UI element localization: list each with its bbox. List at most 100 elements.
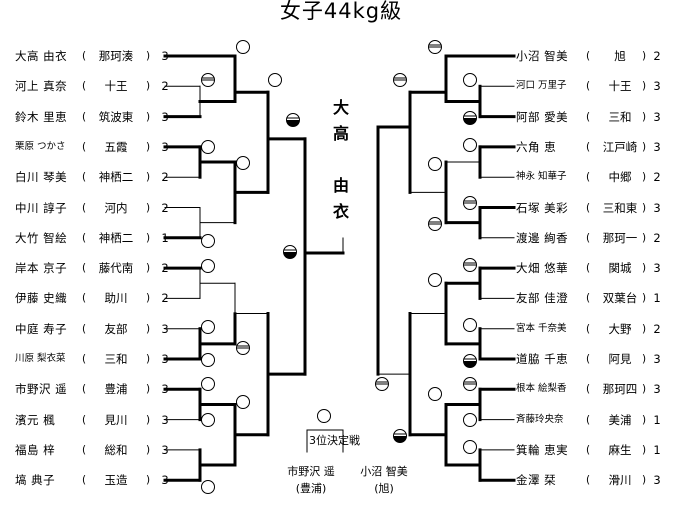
paren-open: (	[586, 292, 591, 305]
school-name: 美浦	[608, 412, 632, 427]
right-entry: 神永 知華子(中郷)2	[516, 169, 682, 185]
player-name: 神永 知華子	[516, 171, 567, 183]
third-place-right-school: (旭)	[374, 482, 394, 495]
school-name: 旭	[614, 49, 626, 63]
paren-open: (	[82, 201, 87, 214]
right-entry: 金澤 栞(滑川)3	[516, 472, 682, 488]
score: 1	[653, 291, 661, 306]
paren-open: (	[586, 383, 591, 396]
player-name: 大畑 悠華	[516, 261, 569, 276]
player-name: 河上 真奈	[15, 79, 68, 94]
champion-char: 高	[332, 124, 349, 143]
win-mark-icon	[428, 157, 442, 171]
paren-close: )	[146, 383, 151, 396]
paren-open: (	[82, 80, 87, 93]
score: 3	[653, 79, 661, 94]
decision-mark-icon	[463, 258, 477, 272]
right-entry: 友部 佳澄(双葉台)1	[516, 290, 682, 306]
paren-close: )	[642, 50, 647, 62]
paren-close: )	[642, 292, 647, 305]
school-name: 三和	[104, 352, 128, 366]
player-name: 道脇 千恵	[516, 352, 569, 366]
right-entry: 六角 恵(江戸崎)3	[516, 139, 682, 155]
paren-close: )	[146, 140, 151, 153]
win-mark-icon	[201, 480, 215, 494]
paren-open: (	[82, 262, 87, 275]
paren-close: )	[146, 443, 151, 456]
right-entry: 河口 万里子(十王)3	[516, 78, 682, 94]
win-mark-icon	[463, 440, 477, 454]
player-name: 栗原 つかさ	[15, 140, 66, 152]
decision-mark-icon	[428, 217, 442, 231]
champion-name: 大 高 由 衣	[330, 95, 352, 225]
win-mark-icon	[201, 377, 215, 391]
player-name: 川原 梨衣菜	[15, 353, 66, 364]
school-name: 五霞	[104, 139, 128, 154]
left-entry: 鈴木 里恵(筑波東)3	[15, 109, 185, 125]
right-entry: 宮本 千奈美(大野)2	[516, 321, 682, 337]
school-name: 那珂一	[602, 230, 638, 245]
school-name: 麻生	[608, 442, 632, 457]
score: 3	[653, 200, 661, 215]
paren-close: )	[146, 322, 151, 335]
player-name: 白川 琴美	[15, 170, 68, 185]
paren-open: (	[586, 80, 591, 93]
half-mark-icon	[283, 245, 297, 259]
paren-open: (	[586, 322, 591, 335]
school-name: 双葉台	[602, 291, 638, 306]
player-name: 斉藤玲央奈	[516, 413, 564, 425]
school-name: 助川	[104, 291, 128, 306]
decision-mark-icon	[201, 73, 215, 87]
school-name: 十王	[104, 79, 128, 94]
win-mark-icon	[201, 320, 215, 334]
paren-open: (	[82, 383, 87, 396]
school-name: 神栖二	[98, 170, 134, 185]
score: 2	[653, 321, 661, 336]
paren-close: )	[642, 262, 647, 275]
paren-close: )	[146, 474, 151, 487]
left-entry: 大高 由衣(那珂湊)3	[15, 48, 185, 64]
player-name: 福島 梓	[15, 442, 56, 457]
right-entry: 阿部 愛美(三和)3	[516, 109, 682, 125]
score: 3	[653, 352, 661, 366]
paren-close: )	[146, 353, 151, 365]
school-name: 大野	[608, 321, 632, 336]
paren-close: )	[642, 80, 647, 93]
paren-open: (	[82, 140, 87, 153]
paren-close: )	[642, 171, 647, 184]
third-place-label: 3位決定戦	[309, 434, 360, 447]
school-name: 友部	[104, 321, 128, 336]
paren-open: (	[82, 292, 87, 305]
school-name: 神栖二	[98, 230, 134, 245]
page-title: 女子44kg級	[279, 0, 403, 23]
win-mark-icon	[236, 40, 250, 54]
score: 3	[653, 261, 661, 276]
win-mark-icon	[201, 353, 215, 367]
paren-open: (	[586, 171, 591, 184]
player-name: 根本 絵梨香	[516, 383, 567, 395]
paren-close: )	[146, 292, 151, 305]
win-mark-icon	[463, 413, 477, 427]
win-mark-icon	[463, 73, 477, 87]
champion-char	[330, 147, 352, 173]
score: 3	[653, 109, 661, 124]
score: 3	[653, 473, 661, 488]
score: 2	[653, 230, 661, 245]
win-mark-icon	[268, 73, 282, 87]
right-entry: 道脇 千恵(阿見)3	[516, 351, 682, 367]
decision-mark-icon	[393, 73, 407, 87]
player-name: 中庭 寿子	[15, 321, 68, 336]
paren-close: )	[146, 50, 151, 62]
paren-close: )	[146, 201, 151, 214]
paren-close: )	[146, 413, 151, 426]
paren-close: )	[642, 322, 647, 335]
score: 2	[653, 49, 661, 63]
school-name: 十王	[608, 79, 632, 94]
paren-close: )	[642, 140, 647, 153]
half-mark-icon	[393, 429, 407, 443]
paren-open: (	[586, 231, 591, 244]
half-mark-icon	[463, 111, 477, 125]
player-name: 鈴木 里恵	[15, 109, 68, 124]
player-name: 金澤 栞	[516, 473, 557, 488]
win-mark-icon	[463, 138, 477, 152]
